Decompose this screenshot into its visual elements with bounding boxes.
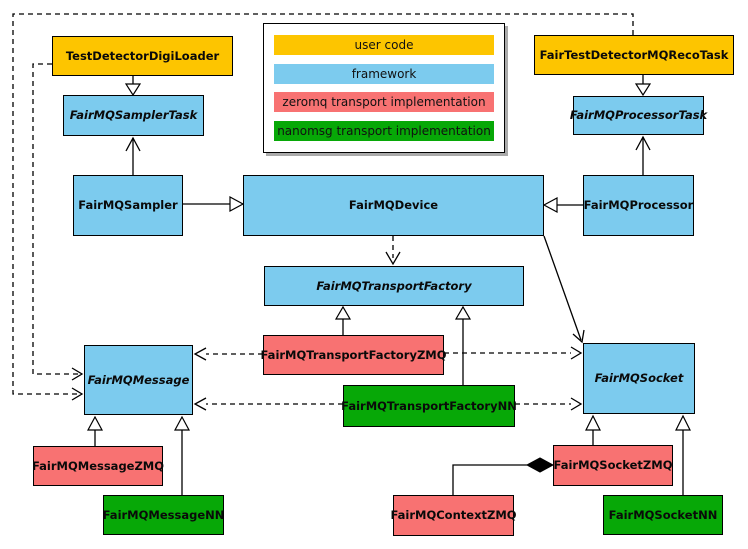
edge-dependency-transportfactorynn-socket — [515, 397, 583, 411]
legend-item-user-code: user code — [274, 34, 494, 55]
legend: user code framework zeromq transport imp… — [263, 23, 505, 153]
node-fairmq-socket-nn: FairMQSocketNN — [603, 495, 723, 535]
edge-association-device-socket — [543, 235, 585, 344]
node-fairmq-socket: FairMQSocket — [583, 343, 695, 414]
node-fairmq-sampler: FairMQSampler — [73, 175, 183, 236]
edge-association-processor-processortask — [635, 135, 651, 175]
edge-inheritance-messagezmq-message — [86, 415, 104, 446]
edge-dependency-device-transportfactory — [385, 236, 401, 266]
node-fairmq-message: FairMQMessage — [84, 345, 193, 415]
node-fairmq-transport-factory: FairMQTransportFactory — [264, 266, 524, 306]
edge-inheritance-socketnn-socket — [675, 414, 691, 495]
edge-dependency-transportfactoryzmq-socket — [444, 346, 583, 360]
legend-item-zeromq: zeromq transport implementation — [274, 92, 494, 113]
node-fairmq-processor: FairMQProcessor — [583, 175, 694, 236]
edge-inheritance-messagenn-message — [173, 415, 191, 495]
edge-inheritance-processor-device — [542, 196, 583, 214]
legend-item-framework: framework — [274, 63, 494, 84]
node-fairmq-processor-task: FairMQProcessorTask — [570, 96, 707, 135]
legend-item-nanomsg: nanomsg transport implementation — [274, 121, 494, 142]
node-fair-test-detector-mq-reco-task: FairTestDetectorMQRecoTask — [534, 35, 734, 75]
edge-inheritance-transportfactorynn-transportfactory — [454, 305, 472, 385]
edge-inheritance-transportfactoryzmq-transportfactory — [334, 305, 352, 335]
edge-inheritance-recotask-processortask — [634, 75, 652, 97]
edge-inheritance-sampler-device — [183, 195, 245, 213]
node-fairmq-transport-factory-nn: FairMQTransportFactoryNN — [341, 385, 517, 427]
edge-composition-contextzmq-socketzmq — [452, 457, 555, 495]
node-fairmq-sampler-task: FairMQSamplerTask — [63, 95, 204, 136]
node-fairmq-socket-zmq: FairMQSocketZMQ — [553, 445, 673, 486]
node-fairmq-device: FairMQDevice — [243, 175, 544, 236]
node-fairmq-context-zmq: FairMQContextZMQ — [390, 495, 517, 536]
node-fairmq-message-zmq: FairMQMessageZMQ — [32, 446, 164, 486]
edge-association-sampler-samplertask — [125, 136, 141, 175]
edge-inheritance-socketzmq-socket — [585, 414, 601, 445]
edge-dependency-transportfactorynn-message — [193, 397, 343, 411]
edge-dependency-transportfactoryzmq-message — [193, 347, 263, 361]
node-test-detector-digi-loader: TestDetectorDigiLoader — [52, 36, 233, 76]
edge-inheritance-digiloader-samplertask — [124, 76, 142, 97]
node-fairmq-transport-factory-zmq: FairMQTransportFactoryZMQ — [261, 335, 447, 375]
node-fairmq-message-nn: FairMQMessageNN — [103, 495, 224, 535]
